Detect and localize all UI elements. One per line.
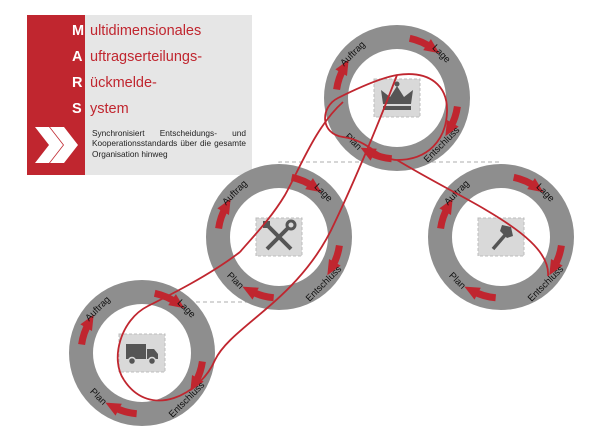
cycle-arrow-head bbox=[305, 178, 322, 193]
title-word-a: uftragserteilungs- bbox=[90, 49, 203, 65]
cycle-arrow-head bbox=[105, 402, 122, 416]
title-word-r: ückmelde- bbox=[90, 75, 157, 91]
cycle-arrow-head bbox=[80, 314, 94, 332]
title-letter-s: S bbox=[72, 101, 82, 117]
truck-icon bbox=[126, 344, 158, 366]
cycle-arrow-head bbox=[464, 286, 481, 300]
cycle-arrow-head bbox=[242, 286, 259, 300]
cycle-arrow-head bbox=[423, 39, 440, 54]
cycle-arrow-head bbox=[335, 59, 349, 77]
cycle-arrow-head bbox=[327, 258, 341, 276]
red-link-top-middle bbox=[239, 101, 344, 253]
tools-icon bbox=[263, 219, 297, 251]
cycle-arrow-head bbox=[527, 178, 544, 193]
cycle-arrow-head bbox=[439, 198, 453, 216]
title-letter-m: M bbox=[72, 23, 85, 39]
red-link-middle-bottom bbox=[116, 251, 241, 381]
icon-panel bbox=[477, 217, 525, 257]
title-letter-a: A bbox=[72, 49, 83, 65]
cycle-arrow-head bbox=[168, 294, 185, 309]
red-link-top-right bbox=[396, 159, 549, 277]
cycle-arrow-head bbox=[445, 119, 459, 137]
crown-icon bbox=[381, 81, 413, 110]
title-description: Synchronisiert Entscheidungs- und Kooper… bbox=[92, 128, 246, 159]
chevrons-icon bbox=[35, 127, 78, 163]
red-link-bottom-loop bbox=[123, 74, 398, 402]
cycle-arrow-head bbox=[360, 147, 377, 161]
title-letter-r: R bbox=[72, 75, 83, 91]
title-word-m: ultidimensionales bbox=[90, 23, 202, 39]
cycle-arrow-head bbox=[217, 198, 231, 216]
hammer-icon bbox=[491, 225, 513, 251]
red-connector-loop bbox=[324, 73, 448, 161]
title-word-s: ystem bbox=[90, 101, 129, 117]
cycle-arrow-head bbox=[549, 258, 563, 276]
